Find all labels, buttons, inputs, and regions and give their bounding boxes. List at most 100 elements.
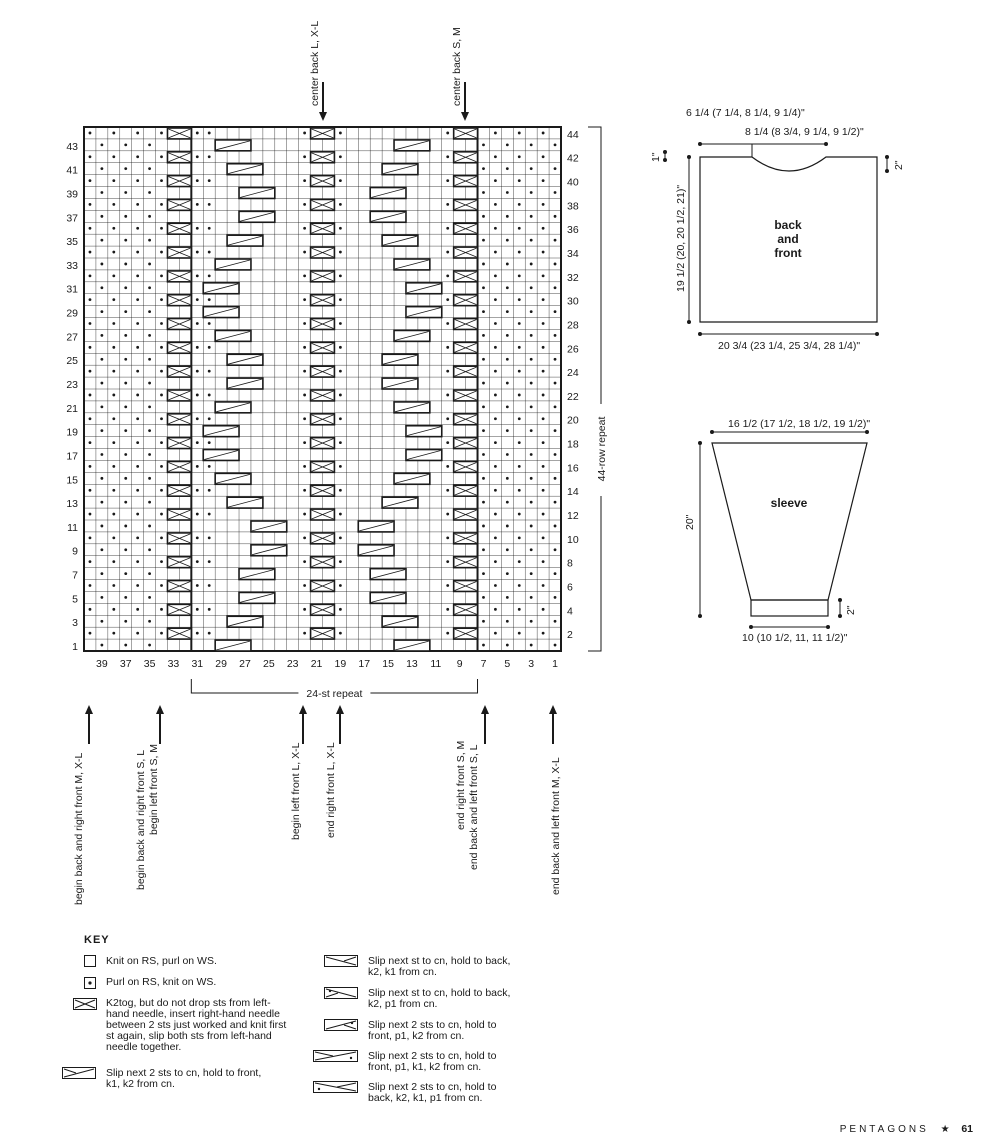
arrow-head [549, 705, 557, 714]
purl-dot [505, 453, 509, 456]
purl-dot [553, 500, 557, 504]
label-end-back-left-front-s-l: end back and left front S, L [468, 744, 480, 871]
purl-dot [338, 560, 342, 564]
purl-dot [446, 250, 450, 254]
purl-dot [505, 429, 509, 433]
purl-dot [100, 286, 104, 290]
purl-dot [517, 298, 521, 302]
arrow-head [319, 112, 327, 121]
purl-dot [207, 417, 211, 421]
purl-dot [88, 131, 92, 135]
purl-dot [148, 405, 151, 409]
purl-dot [446, 441, 450, 444]
purl-dot [505, 334, 509, 337]
purl-dot [482, 500, 485, 504]
purl-dot [124, 143, 128, 147]
purl-dot [112, 226, 116, 230]
purl-dot [207, 274, 211, 278]
purl-dot [195, 536, 199, 540]
purl-dot [303, 512, 307, 516]
purl-dot [124, 286, 128, 290]
purl-dot [541, 345, 545, 349]
sleeve-bottom: 10 (10 1/2, 11, 11 1/2)" [742, 632, 848, 644]
purl-dot [517, 179, 521, 182]
purl-dot [136, 345, 140, 349]
purl-dot [124, 476, 128, 480]
purl-dot [338, 488, 342, 492]
purl-dot [494, 274, 497, 278]
purl-dot [505, 191, 509, 194]
row-number-right: 26 [567, 343, 579, 355]
purl-dot [100, 548, 104, 552]
purl-dot [100, 619, 104, 623]
purl-dot [160, 536, 163, 540]
purl-dot [112, 560, 116, 564]
purl-dot [207, 226, 211, 230]
purl-dot [541, 441, 545, 444]
purl-dot [112, 584, 116, 587]
row-number-right: 10 [567, 534, 579, 546]
row-number-right: 22 [567, 391, 579, 403]
purl-dot [517, 274, 521, 278]
purl-dot [529, 334, 533, 337]
purl-dot [160, 488, 163, 492]
purl-dot [88, 203, 92, 206]
purl-dot [88, 369, 92, 373]
purl-dot [124, 524, 128, 528]
purl-dot [160, 345, 163, 349]
purl-dot [100, 524, 104, 528]
stitch-number: 21 [311, 658, 323, 670]
purl-dot [207, 250, 211, 254]
stitch-number: 19 [335, 658, 347, 670]
purl-dot [517, 536, 521, 540]
purl-dot [136, 203, 140, 206]
arrow-head [156, 705, 164, 714]
row-repeat-bracket [588, 126, 602, 652]
purl-dot [148, 167, 151, 171]
purl-dot [517, 631, 521, 635]
k2tog-symbol-icon [73, 997, 97, 1015]
stitch-number: 29 [215, 658, 227, 670]
purl-dot [100, 405, 104, 409]
arrow-head [85, 705, 93, 714]
purl-dot [494, 631, 497, 635]
purl-dot [100, 357, 104, 361]
purl-dot [517, 417, 521, 421]
purl-dot [505, 596, 509, 599]
stitch-number: 3 [528, 658, 534, 670]
purl-dot [338, 393, 342, 397]
purl-dot [303, 393, 307, 397]
purl-dot [529, 238, 533, 242]
purl-dot [148, 524, 151, 528]
purl-dot [160, 226, 163, 230]
purl-dot [446, 417, 450, 421]
purl-dot [148, 143, 151, 147]
purl-dot [517, 369, 521, 373]
purl-dot [482, 286, 485, 290]
purl-dot [112, 512, 116, 516]
key-title: KEY [84, 934, 110, 946]
purl-dot [482, 619, 485, 623]
purl-dot [88, 488, 92, 492]
purl-dot [529, 167, 533, 171]
purl-dot [100, 453, 104, 456]
cable-back-k2-k1-p1-icon [313, 1080, 358, 1098]
purl-dot [112, 131, 116, 135]
purl-dot [195, 298, 199, 302]
purl-dot [338, 607, 342, 611]
purl-dot [482, 405, 485, 409]
row-number-right: 30 [567, 296, 579, 308]
purl-dot [494, 179, 497, 182]
purl-dot [505, 619, 509, 623]
purl-dot [88, 465, 92, 468]
purl-dot [112, 417, 116, 421]
purl-dot [338, 465, 342, 468]
purl-dot [207, 131, 211, 135]
purl-dot [195, 369, 199, 373]
purl-dot [112, 250, 116, 254]
purl-dot [494, 607, 497, 611]
purl-dot [100, 500, 104, 504]
purl-dot [446, 322, 450, 325]
purl-dot [207, 536, 211, 540]
purl-dot [207, 155, 211, 159]
